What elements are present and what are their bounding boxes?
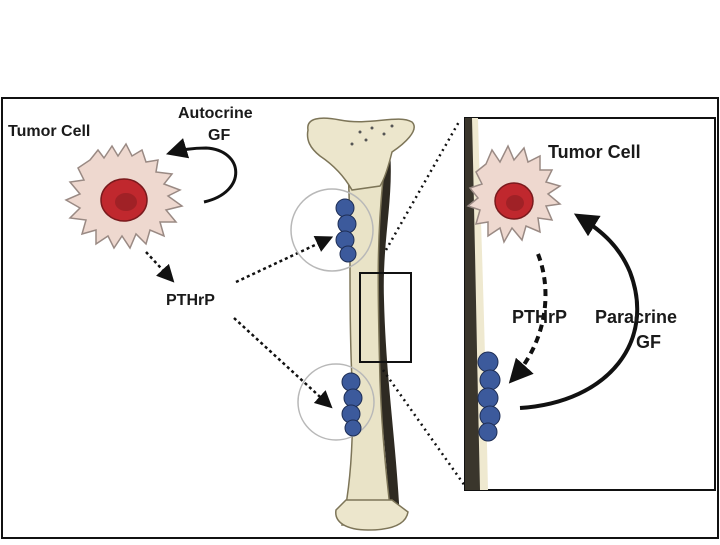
upper-osteoclasts — [335, 198, 357, 263]
tumor-to-pthrp-arrow — [145, 251, 175, 283]
pthrp-lower-arrow — [233, 317, 333, 409]
lower-osteoclasts — [341, 372, 363, 437]
inset-paracrine-arrow — [519, 213, 640, 410]
pthrp-upper-arrow — [235, 236, 334, 284]
label-pthrp-inset: PTHrP — [512, 307, 567, 327]
lower-lesion-circle — [297, 363, 375, 441]
label-tumor-cell-left: Tumor Cell — [8, 123, 90, 140]
zoom-box — [359, 272, 412, 363]
tumor-cell-inset — [466, 144, 562, 244]
inset-pthrp-arrow — [508, 253, 548, 384]
figure-frame — [1, 97, 719, 539]
zoom-line-top — [384, 119, 462, 251]
tumor-cell-left — [64, 142, 184, 250]
autocrine-arrow — [165, 138, 238, 204]
upper-lesion-circle — [290, 188, 374, 272]
inset-osteoclasts — [477, 351, 501, 442]
label-autocrine-gf: GF — [208, 127, 230, 144]
label-paracrine-gf: GF — [636, 332, 661, 352]
label-paracrine: Paracrine — [595, 307, 677, 327]
label-tumor-cell-inset: Tumor Cell — [548, 142, 641, 162]
label-autocrine: Autocrine — [178, 105, 253, 122]
label-pthrp-left: PTHrP — [166, 292, 215, 309]
